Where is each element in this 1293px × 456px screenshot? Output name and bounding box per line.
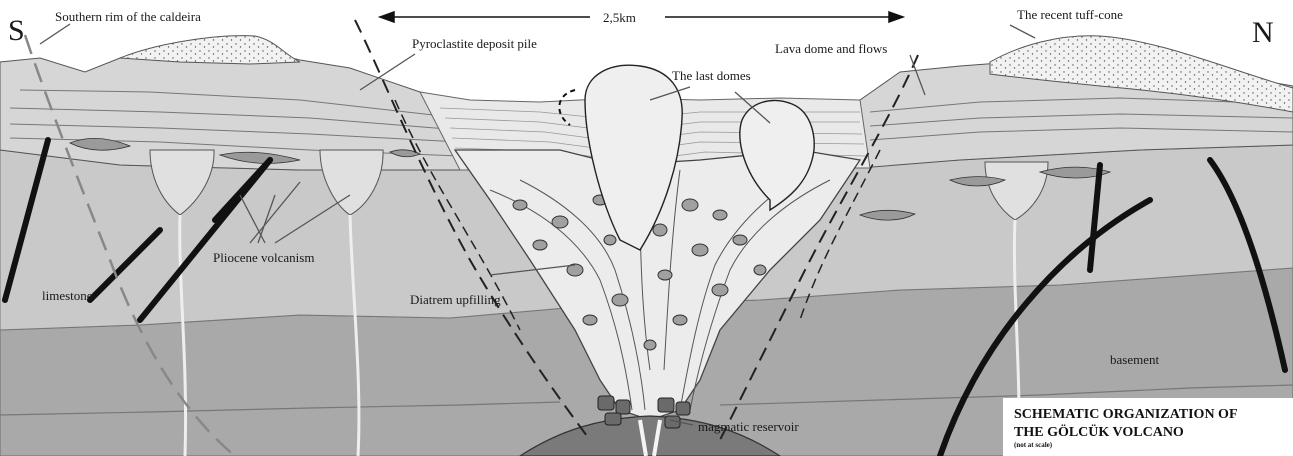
label-limestone: limestone [42,288,93,303]
label-southern-rim: Southern rim of the caldeira [55,9,201,24]
title-line-2: THE GÖLCÜK VOLCANO [1014,423,1184,440]
label-basement: basement [1110,352,1159,367]
scale-arrow [380,12,903,22]
south-marker: S [8,14,25,47]
title-note: (not at scale) [1014,441,1053,449]
label-pliocene: Pliocene volcanism [213,250,314,265]
north-marker: N [1252,16,1274,49]
scale-label: 2,5km [603,10,636,25]
title-line-1: SCHEMATIC ORGANIZATION OF [1014,407,1238,422]
label-pyroclastite: Pyroclastite deposit pile [412,36,537,51]
label-recent-tuff-cone: The recent tuff-cone [1017,7,1123,22]
label-diatrem: Diatrem upfilling [410,292,501,307]
label-last-domes: The last domes [672,68,751,83]
label-reservoir: magmatic reservoir [698,419,799,434]
tuff-cone-left [120,36,300,64]
label-lava-dome: Lava dome and flows [775,41,887,56]
